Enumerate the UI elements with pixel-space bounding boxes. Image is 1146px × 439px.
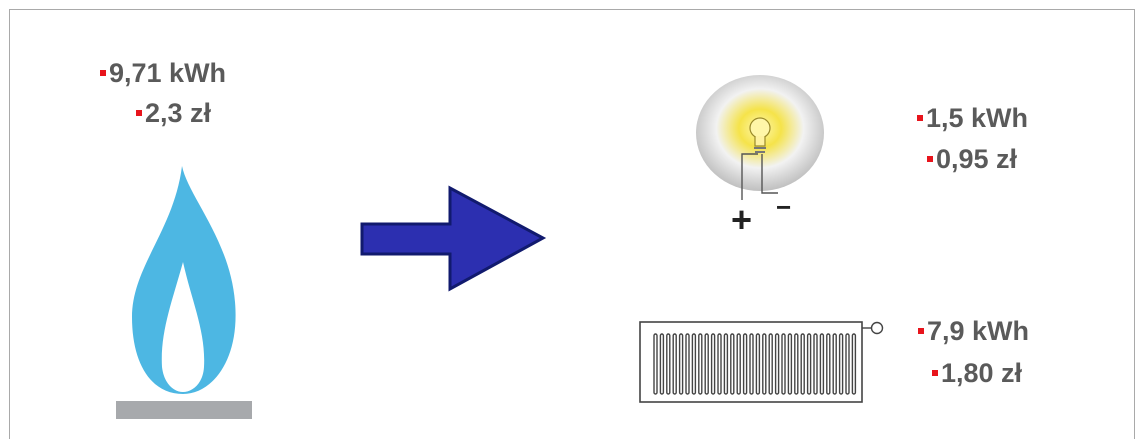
radiator-fin [845, 333, 850, 395]
radiator-fin [653, 333, 658, 395]
radiator-fin [832, 333, 837, 395]
gas-energy-value: 9,71 kWh [109, 58, 227, 88]
bullet-icon [100, 69, 106, 76]
radiator-fin [768, 333, 773, 395]
radiator-fin [774, 333, 780, 395]
radiator-fin [704, 333, 709, 395]
radiator-fin [666, 333, 671, 395]
radiator-fin [851, 333, 857, 395]
bulb-cost-value: 0,95 zł [936, 144, 1018, 174]
radiator-fin [678, 333, 684, 395]
bulb-energy-label: 1,5 kWh [917, 105, 1028, 132]
radiator-fin [742, 333, 748, 395]
radiator-fin [710, 333, 716, 395]
radiator-fin [691, 333, 697, 395]
gas-cost-label: 2,3 zł [136, 100, 211, 127]
radiator-fin [838, 333, 844, 395]
radiator-fin [698, 333, 703, 395]
bulb-cost-label: 0,95 zł [927, 146, 1017, 173]
radiator-fin [672, 333, 677, 395]
gas-cost-value: 2,3 zł [145, 98, 212, 128]
radiator-fin [794, 333, 799, 395]
radiator-fin [806, 333, 812, 395]
radiator-icon [639, 321, 884, 403]
bullet-icon [918, 327, 924, 334]
plus-sign: + [731, 199, 753, 240]
bullet-icon [917, 114, 923, 121]
bullet-icon [927, 155, 933, 162]
radiator-fin [717, 333, 722, 395]
radiator-fin [755, 333, 761, 395]
radiator-fin [781, 333, 786, 395]
radiator-fin [787, 333, 793, 395]
gas-energy-label: 9,71 kWh [100, 60, 226, 87]
radiator-fin [723, 333, 729, 395]
radiator-fin [819, 333, 825, 395]
radiator-fin [749, 333, 754, 395]
burner-base [116, 401, 252, 419]
radiator-fin [685, 333, 690, 395]
radiator-cost-label: 1,80 zł [932, 360, 1022, 387]
bulb-energy-value: 1,5 kWh [926, 103, 1029, 133]
radiator-fin [813, 333, 818, 395]
minus-sign: − [776, 192, 792, 222]
radiator-energy-value: 7,9 kWh [927, 316, 1030, 346]
radiator-fin [659, 333, 665, 395]
flame-icon [132, 166, 236, 394]
radiator-energy-label: 7,9 kWh [918, 318, 1029, 345]
radiator-fin [762, 333, 767, 395]
slide-frame [9, 9, 1135, 439]
radiator-fin [800, 333, 805, 395]
light-bulb-icon [696, 75, 824, 200]
radiator-fin [736, 333, 741, 395]
radiator-fin [826, 333, 831, 395]
bullet-icon [136, 109, 142, 116]
arrow-right-icon [360, 185, 547, 292]
radiator-fin [730, 333, 735, 395]
bullet-icon [932, 369, 938, 376]
radiator-cost-value: 1,80 zł [941, 358, 1023, 388]
